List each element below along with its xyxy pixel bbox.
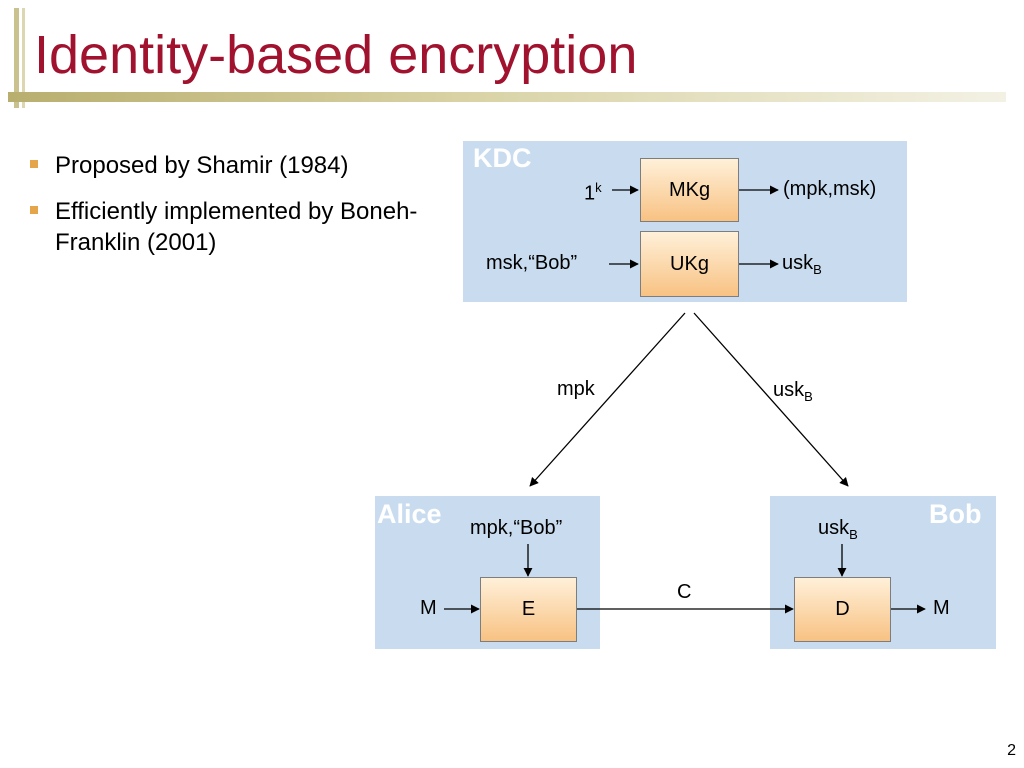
- bob-top-input-label: uskB: [818, 516, 858, 547]
- bullet-list: Proposed by Shamir (1984) Efficiently im…: [30, 150, 430, 273]
- mkg-input-sup: k: [595, 180, 602, 195]
- alice-message-label: M: [420, 597, 437, 619]
- alice-top-input-label: mpk,“Bob”: [470, 517, 563, 539]
- mkg-input-label: 1k: [584, 176, 602, 206]
- page-number: 2: [1007, 742, 1016, 759]
- mkg-box: MKg: [640, 158, 739, 222]
- bob-top-input-text: usk: [818, 517, 850, 539]
- title-accent-bar: [14, 8, 19, 108]
- mkg-output-label: (mpk,msk): [783, 178, 877, 200]
- usk-channel-arrow: [693, 312, 849, 487]
- bullet-item: Proposed by Shamir (1984): [30, 150, 430, 181]
- ukg-output-text: usk: [782, 252, 814, 274]
- bullet-text: Efficiently implemented by Boneh-Frankli…: [55, 198, 418, 256]
- usk-channel-text: usk: [773, 379, 805, 401]
- ciphertext-label: C: [677, 581, 692, 603]
- bob-label: Bob: [929, 499, 982, 529]
- title-accent-bar-thin: [22, 8, 25, 108]
- bob-output-label: M: [933, 597, 950, 619]
- ukg-output-label: uskB: [782, 251, 822, 282]
- mpk-channel-arrow: [529, 312, 686, 487]
- alice-label: Alice: [377, 499, 442, 529]
- mkg-input-text: 1: [584, 182, 596, 205]
- kdc-label: KDC: [473, 143, 532, 173]
- slide-title: Identity-based encryption: [34, 25, 638, 85]
- bob-top-input-sub: B: [849, 527, 858, 542]
- square-bullet-icon: [30, 206, 38, 214]
- usk-channel-sub: B: [804, 389, 813, 404]
- decrypt-box: D: [794, 577, 891, 642]
- encrypt-box: E: [480, 577, 577, 642]
- ukg-box: UKg: [640, 231, 739, 297]
- usk-channel-label: uskB: [773, 378, 813, 409]
- square-bullet-icon: [30, 160, 38, 168]
- title-underline: [8, 92, 1006, 102]
- bullet-text: Proposed by Shamir (1984): [55, 152, 349, 179]
- mpk-channel-label: mpk: [557, 378, 595, 400]
- bullet-item: Efficiently implemented by Boneh-Frankli…: [30, 196, 430, 258]
- ukg-input-label: msk,“Bob”: [486, 252, 578, 274]
- ukg-output-sub: B: [813, 262, 822, 277]
